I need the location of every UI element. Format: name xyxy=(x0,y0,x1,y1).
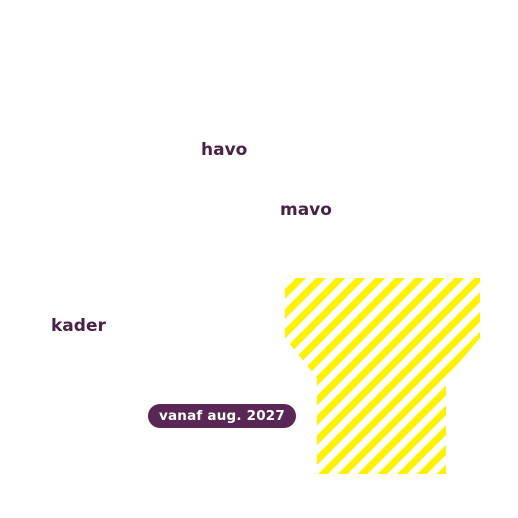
label-mavo: mavo xyxy=(280,200,332,220)
label-kader: kader xyxy=(51,316,106,336)
date-badge: vanaf aug. 2027 xyxy=(148,404,296,428)
label-havo: havo xyxy=(201,140,248,160)
